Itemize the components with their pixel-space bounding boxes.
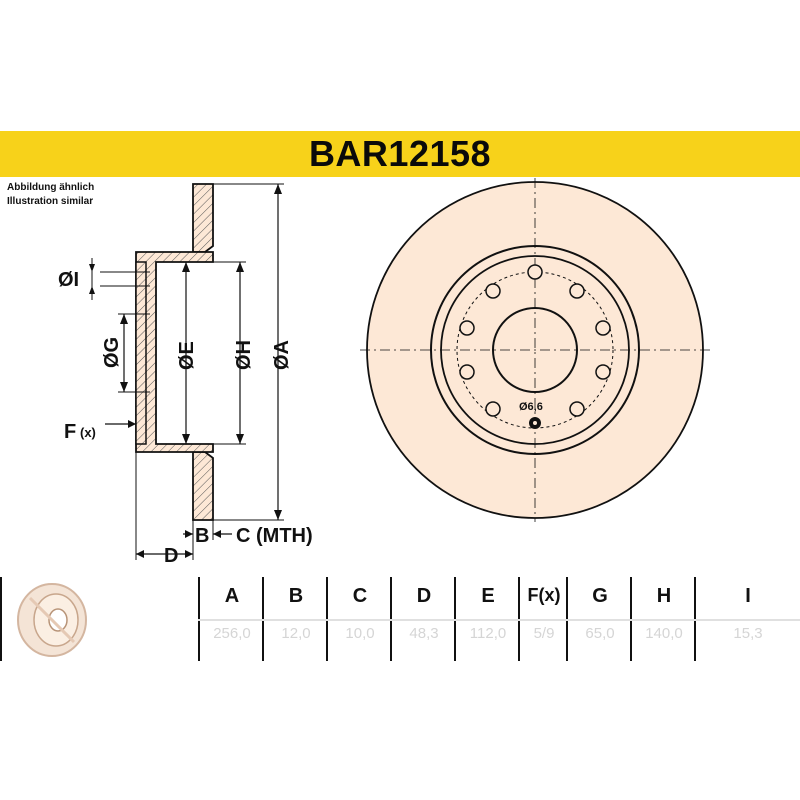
header-h: H xyxy=(656,585,672,607)
header-d: D xyxy=(416,585,432,607)
label-f: F xyxy=(64,421,76,443)
label-h: ØH xyxy=(233,340,255,370)
value-e: 112,0 xyxy=(469,625,507,642)
label-c: C (MTH) xyxy=(236,525,313,547)
table-divider xyxy=(198,619,800,621)
value-c: 10,0 xyxy=(345,625,375,642)
header-c: C xyxy=(352,585,368,607)
label-d: D xyxy=(164,545,178,567)
title-banner: BAR12158 xyxy=(0,131,800,177)
label-bolt-hole: Ø6,6 xyxy=(519,401,543,413)
header-f: F(x) xyxy=(527,585,561,605)
value-f: 5/9 xyxy=(533,625,555,642)
label-g: ØG xyxy=(101,337,123,368)
value-a: 256,0 xyxy=(213,625,251,642)
value-d: 48,3 xyxy=(409,625,439,642)
illustration-note: Abbildung ähnlich Illustration similar xyxy=(7,181,94,209)
label-i: ØI xyxy=(58,269,79,291)
note-english: Illustration similar xyxy=(7,196,94,207)
header-b: B xyxy=(288,585,304,607)
disc-side-section xyxy=(89,183,284,560)
header-i: I xyxy=(745,585,751,607)
header-a: A xyxy=(224,585,240,607)
header-g: G xyxy=(592,585,608,607)
label-e: ØE xyxy=(176,341,198,370)
value-g: 65,0 xyxy=(585,625,615,642)
value-i: 15,3 xyxy=(733,625,763,642)
disc-front-view xyxy=(360,178,710,522)
value-b: 12,0 xyxy=(281,625,311,642)
label-f-sub: (x) xyxy=(80,425,96,440)
note-german: Abbildung ähnlich xyxy=(7,182,95,193)
header-e: E xyxy=(481,585,495,607)
label-a: ØA xyxy=(271,340,293,370)
value-h: 140,0 xyxy=(645,625,683,642)
disc-thumbnail xyxy=(17,583,87,657)
label-b: B xyxy=(195,525,209,547)
part-number: BAR12158 xyxy=(308,133,492,174)
left-border xyxy=(0,577,2,661)
